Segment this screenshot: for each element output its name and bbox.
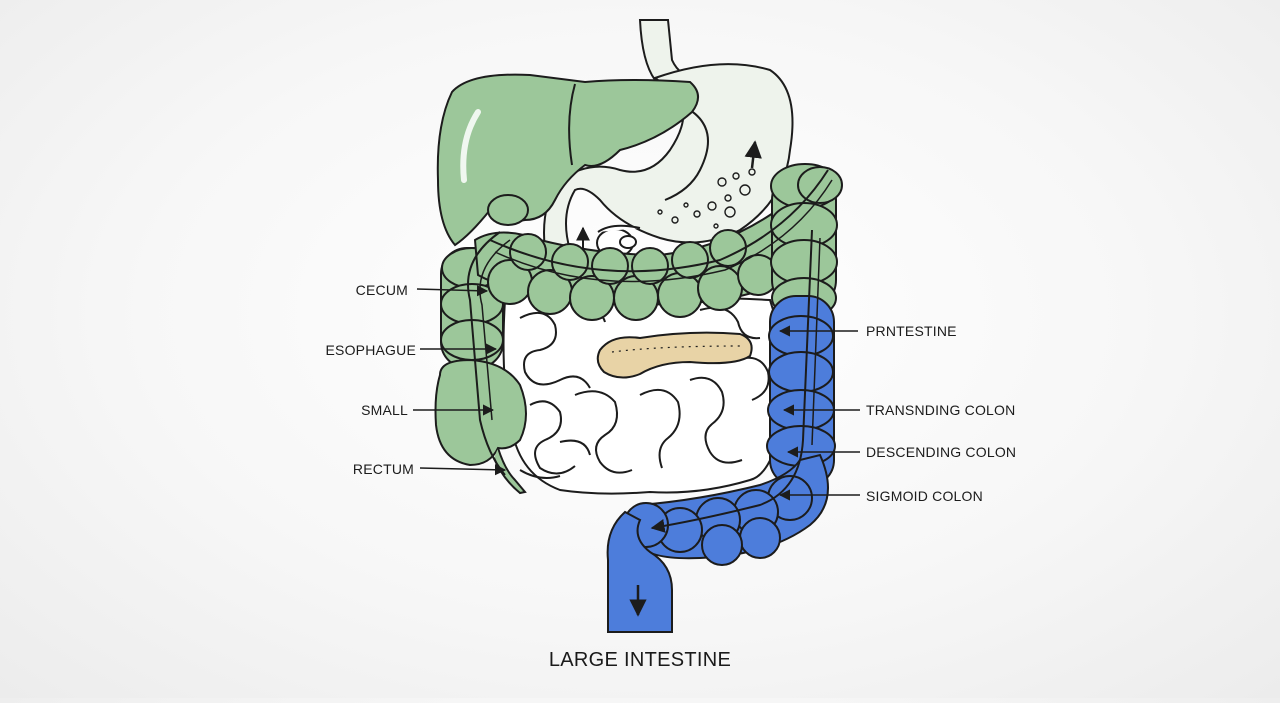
liver-highlight	[460, 109, 481, 183]
liver-lobe-line	[568, 83, 576, 166]
gallbladder-shape	[487, 194, 529, 226]
label-transnding-colon: TRANSNDING COLON	[866, 402, 1016, 418]
colon-path-left	[467, 231, 506, 476]
transverse-colon	[473, 200, 824, 321]
label-descending-colon: DESCENDING COLON	[866, 444, 1017, 460]
left-leader-lines	[413, 285, 507, 476]
small-intestine-coils	[519, 306, 770, 479]
colon-path-transverse-inner	[494, 179, 833, 283]
splenic-flexure	[770, 163, 843, 319]
label-esophague: ESOPHAGUE	[325, 342, 416, 358]
label-rectum: RECTUM	[352, 461, 414, 477]
label-cecum: CECUM	[355, 282, 408, 298]
rectum-shape	[606, 510, 673, 633]
pancreas-shape	[596, 331, 753, 379]
right-leader-lines	[778, 325, 860, 501]
diagram-caption: LARGE INTESTINE	[548, 649, 732, 671]
label-small: SMALL	[361, 402, 408, 418]
descending-colon	[766, 295, 836, 487]
colon-path-descending	[650, 229, 813, 533]
label-sigmoid-colon: SIGMOID COLON	[866, 488, 983, 504]
colon-path-transverse	[489, 169, 829, 273]
stomach-bubbles	[657, 168, 756, 229]
stomach-arrow	[744, 140, 762, 169]
stomach-shape	[543, 63, 794, 251]
label-prntestine: PRNTESTINE	[866, 323, 957, 339]
stomach-fold	[664, 109, 709, 201]
pancreatic-duct	[611, 345, 741, 353]
